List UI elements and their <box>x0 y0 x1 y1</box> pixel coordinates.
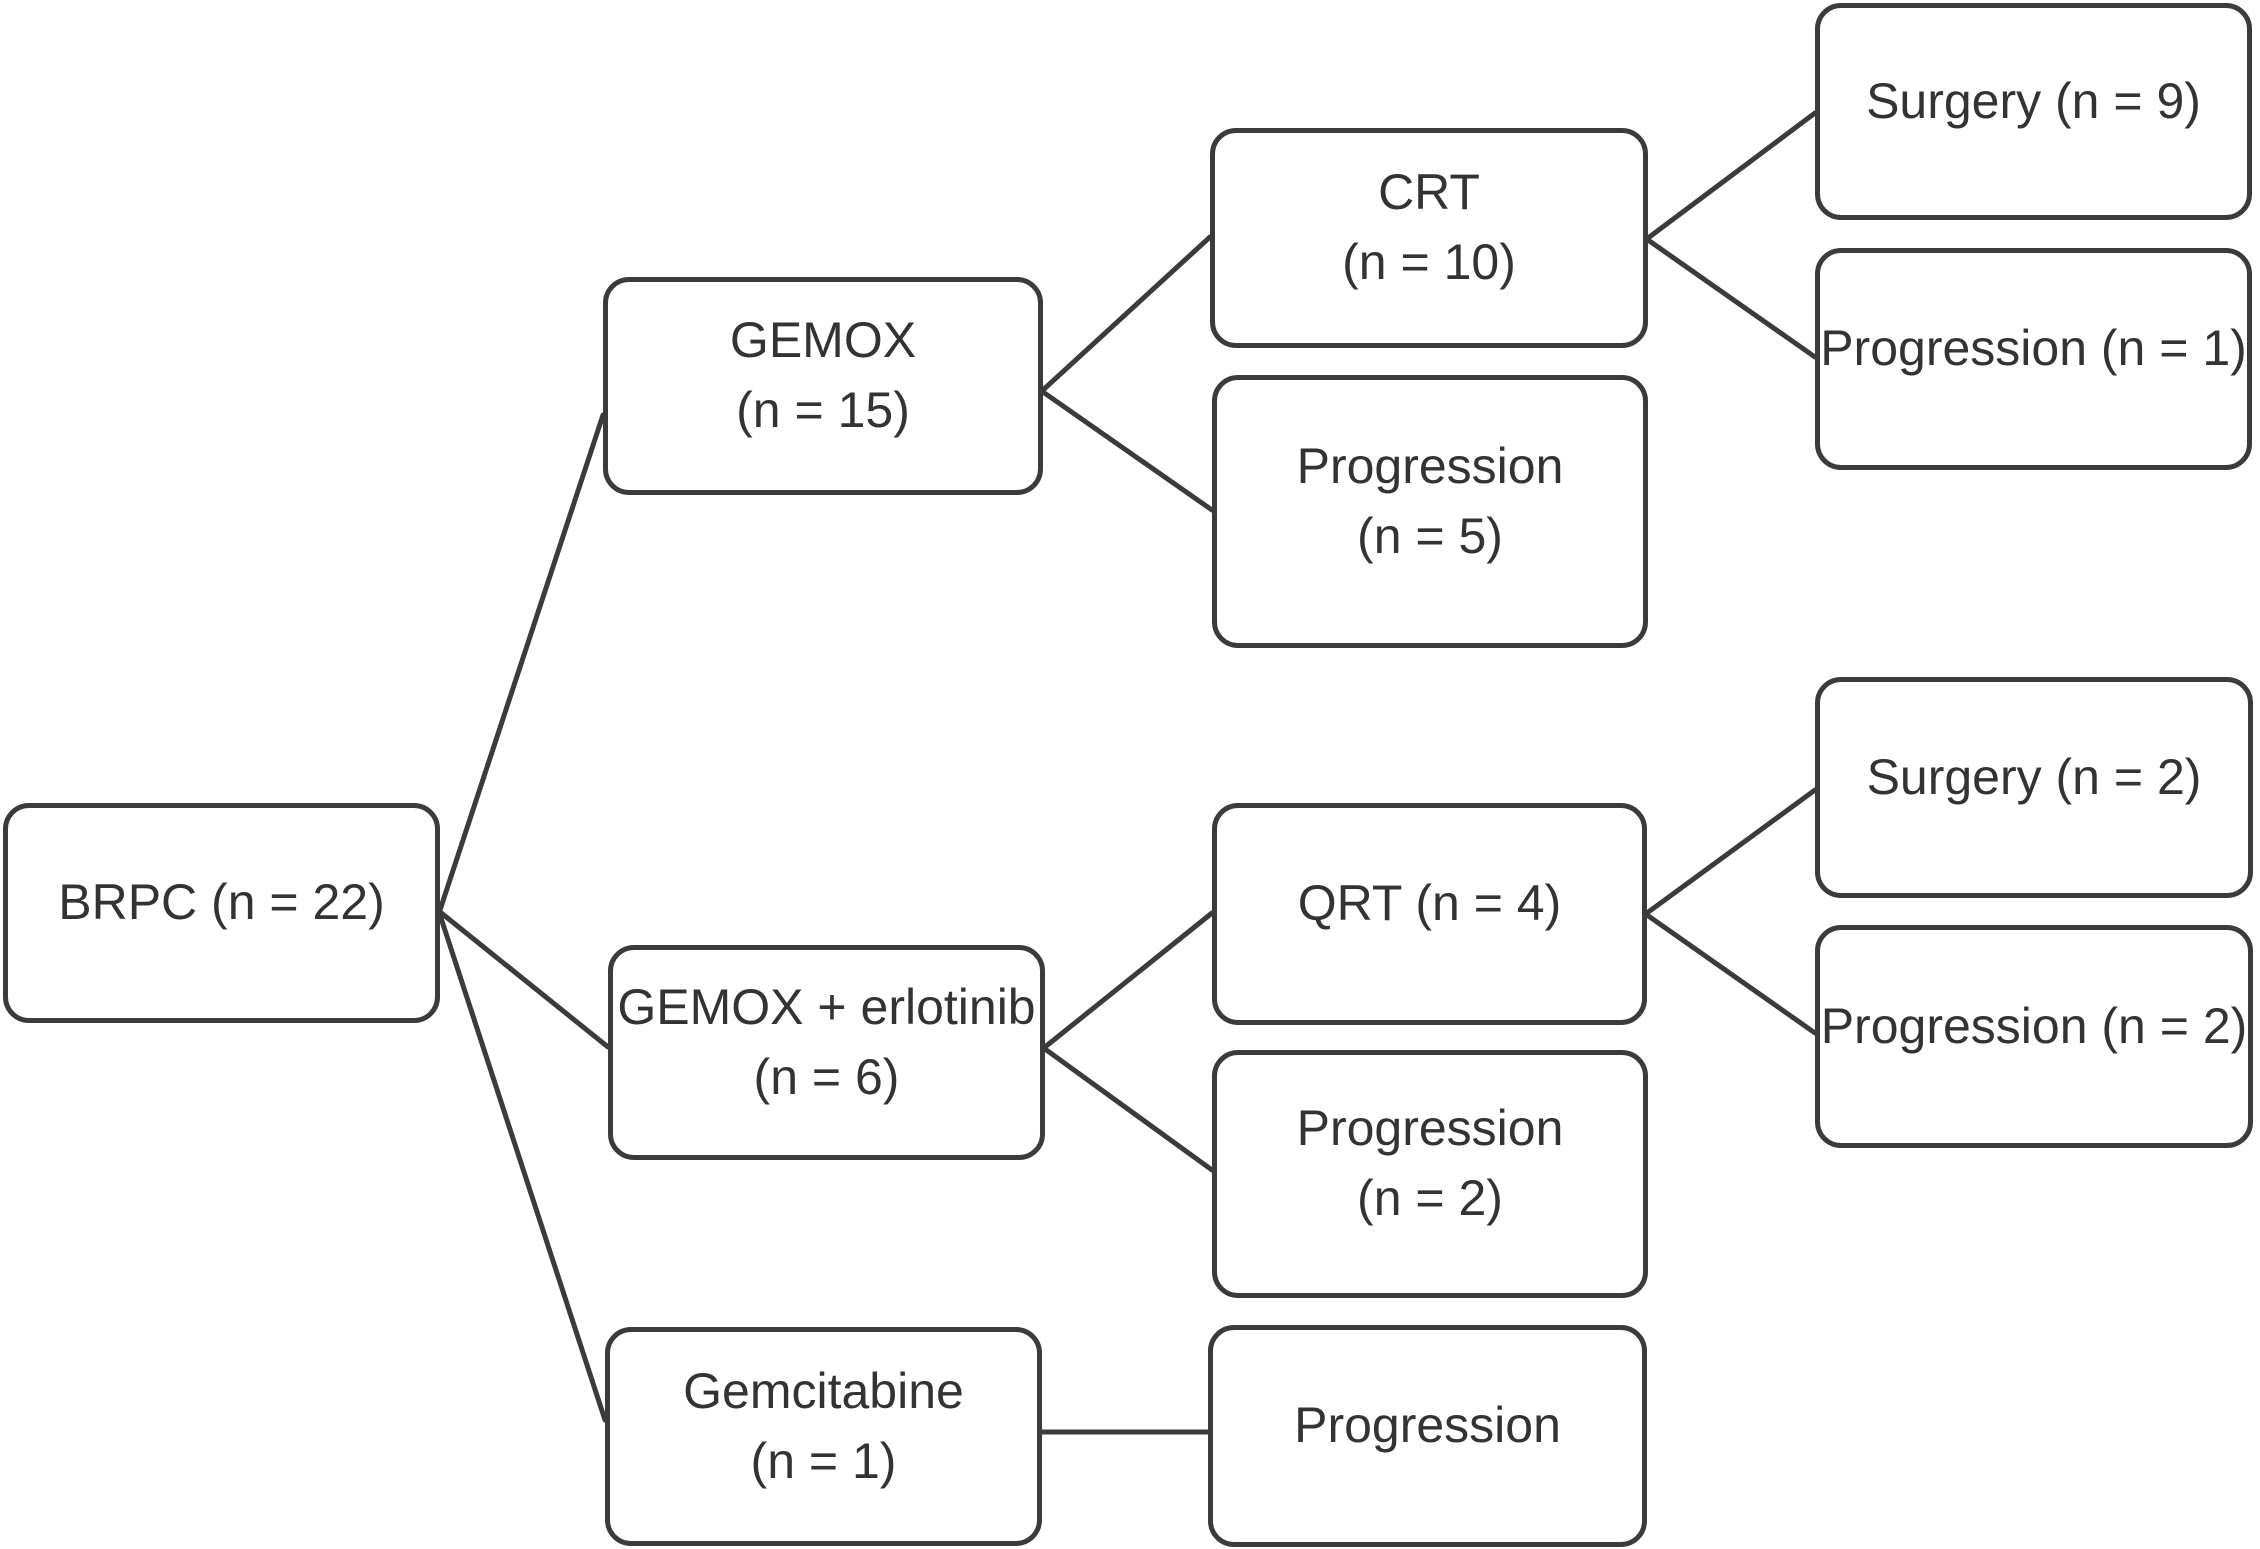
node-qrt: QRT (n = 4) <box>1212 803 1647 1025</box>
edge-gemox-erlotinib-qrt <box>1042 910 1215 1050</box>
node-progression-2-mid: Progression (n = 2) <box>1212 1050 1648 1298</box>
node-label: Progression <box>1296 437 1564 494</box>
node-label: (n = 2) <box>1357 1170 1503 1226</box>
edge-brpc-gemox <box>437 412 606 913</box>
node-progression-2-right: Progression (n = 2) <box>1815 925 2253 1148</box>
node-label: (n = 5) <box>1357 507 1503 564</box>
edge-gemox-crt <box>1040 234 1213 393</box>
node-label: (n = 15) <box>736 382 910 438</box>
node-gemox: GEMOX (n = 15) <box>603 277 1043 495</box>
node-label: Progression (n = 1) <box>1820 320 2247 376</box>
edge-gemox-erlotinib-progression-2 <box>1042 1046 1215 1173</box>
node-surgery-9: Surgery (n = 9) <box>1815 3 2252 220</box>
node-label: GEMOX + erlotinib <box>617 978 1036 1035</box>
node-progression-1: Progression (n = 1) <box>1815 248 2252 470</box>
node-label: CRT <box>1378 164 1480 220</box>
node-label: Progression <box>1296 1100 1564 1156</box>
node-label: Surgery (n = 2) <box>1866 748 2202 805</box>
edge-gemox-progression-5 <box>1040 389 1215 513</box>
node-label: (n = 10) <box>1342 234 1516 290</box>
edge-brpc-gemcitabine <box>437 912 608 1423</box>
node-brpc: BRPC (n = 22) <box>3 803 440 1023</box>
node-crt: CRT (n = 10) <box>1210 128 1648 348</box>
edge-crt-progression-1 <box>1645 237 1818 360</box>
node-gemcitabine: Gemcitabine (n = 1) <box>605 1327 1042 1546</box>
edge-crt-surgery-9 <box>1645 110 1818 241</box>
node-label: Progression (n = 2) <box>1820 997 2248 1054</box>
node-gemox-erlotinib: GEMOX + erlotinib (n = 6) <box>608 945 1045 1160</box>
node-label: (n = 1) <box>750 1432 897 1489</box>
node-label: Gemcitabine <box>683 1362 964 1419</box>
node-progression-bottom: Progression <box>1208 1325 1647 1547</box>
node-label: QRT (n = 4) <box>1297 875 1562 931</box>
edge-brpc-gemox-erlotinib <box>437 909 611 1050</box>
node-label: Surgery (n = 9) <box>1866 72 2201 129</box>
node-progression-5: Progression (n = 5) <box>1212 375 1648 648</box>
node-label: (n = 6) <box>753 1048 900 1105</box>
node-label: GEMOX <box>729 312 917 368</box>
node-label: BRPC (n = 22) <box>58 874 385 930</box>
node-surgery-2: Surgery (n = 2) <box>1815 677 2253 898</box>
edge-qrt-progression-2 <box>1644 912 1818 1036</box>
node-label: Progression <box>1294 1397 1561 1453</box>
edge-qrt-surgery-2 <box>1644 787 1818 916</box>
